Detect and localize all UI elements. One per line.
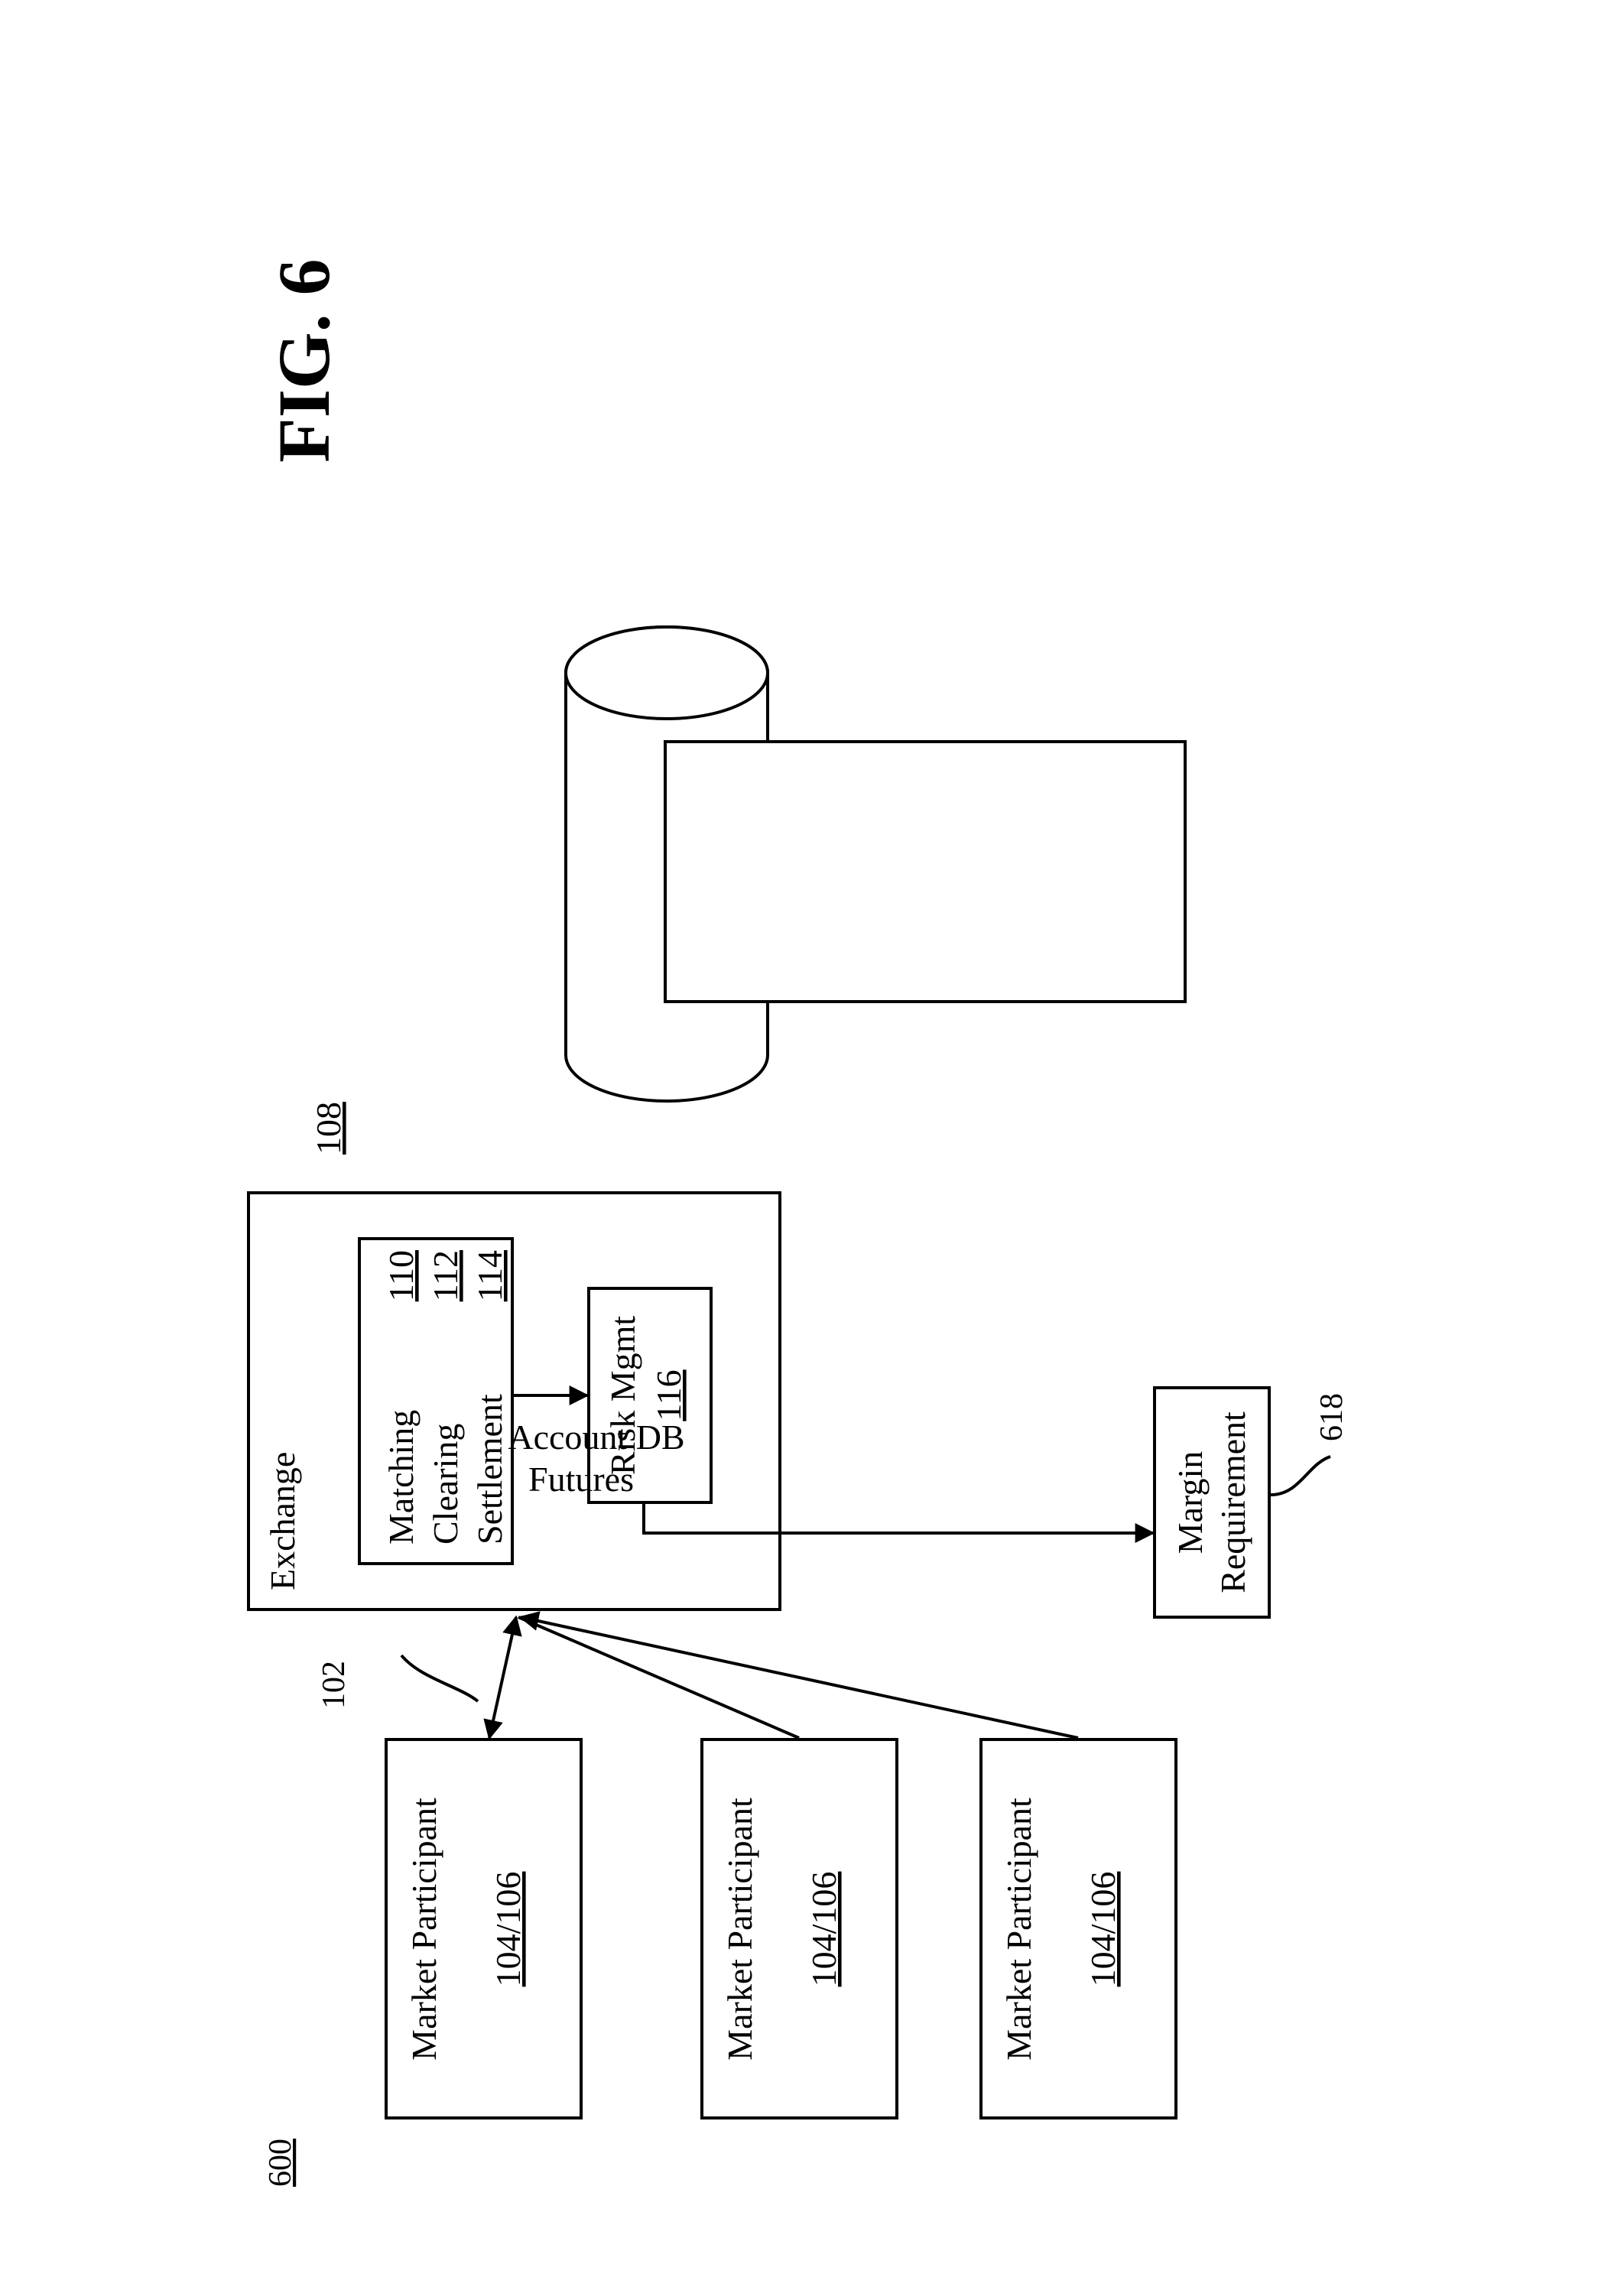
futures-db-line1: Futures bbox=[528, 1460, 634, 1499]
market-participant-2: Market Participant 104/106 bbox=[702, 1739, 897, 2118]
margin-requirement-line2: Requirement bbox=[1213, 1411, 1252, 1593]
market-participant-1-ref: 104/106 bbox=[489, 1872, 528, 1987]
margin-ref-leader bbox=[1271, 1457, 1330, 1495]
link-102-leader bbox=[401, 1655, 478, 1701]
participant-2-link bbox=[518, 1617, 799, 1738]
market-participant-2-label: Market Participant bbox=[720, 1798, 759, 2061]
market-participant-3-ref: 104/106 bbox=[1083, 1872, 1122, 1987]
figure-title: FIG. 6 bbox=[263, 258, 345, 463]
matching-ref: 110 bbox=[382, 1250, 421, 1301]
settlement-label: Settlement bbox=[470, 1394, 509, 1545]
matching-label: Matching bbox=[382, 1410, 421, 1545]
clearing-ref: 112 bbox=[426, 1250, 465, 1301]
market-participant-1-label: Market Participant bbox=[404, 1798, 443, 2061]
exchange-ref: 108 bbox=[309, 1102, 348, 1155]
figure-number: 600 bbox=[263, 2139, 298, 2187]
risk-mgmt-ref: 116 bbox=[649, 1369, 688, 1421]
market-participant-1: Market Participant 104/106 bbox=[386, 1739, 581, 2118]
clearing-label: Clearing bbox=[426, 1424, 465, 1545]
margin-requirement-ref: 618 bbox=[1314, 1393, 1350, 1441]
exchange-label: Exchange bbox=[263, 1452, 302, 1590]
margin-requirement-line1: Margin bbox=[1171, 1451, 1210, 1554]
participant-3-link bbox=[521, 1617, 1078, 1738]
participant-1-link bbox=[489, 1617, 516, 1738]
market-participant-3-label: Market Participant bbox=[999, 1798, 1038, 2061]
link-102-ref: 102 bbox=[317, 1661, 352, 1709]
futures-db-top bbox=[566, 627, 768, 719]
market-participant-2-ref: 104/106 bbox=[804, 1872, 843, 1987]
settlement-ref: 114 bbox=[470, 1250, 509, 1301]
futures-db-line2: Account DB bbox=[508, 1418, 684, 1457]
margin-requirement: Margin Requirement bbox=[1155, 1388, 1269, 1617]
futures-positions-container bbox=[665, 742, 1185, 1002]
market-participant-3: Market Participant 104/106 bbox=[981, 1739, 1176, 2118]
